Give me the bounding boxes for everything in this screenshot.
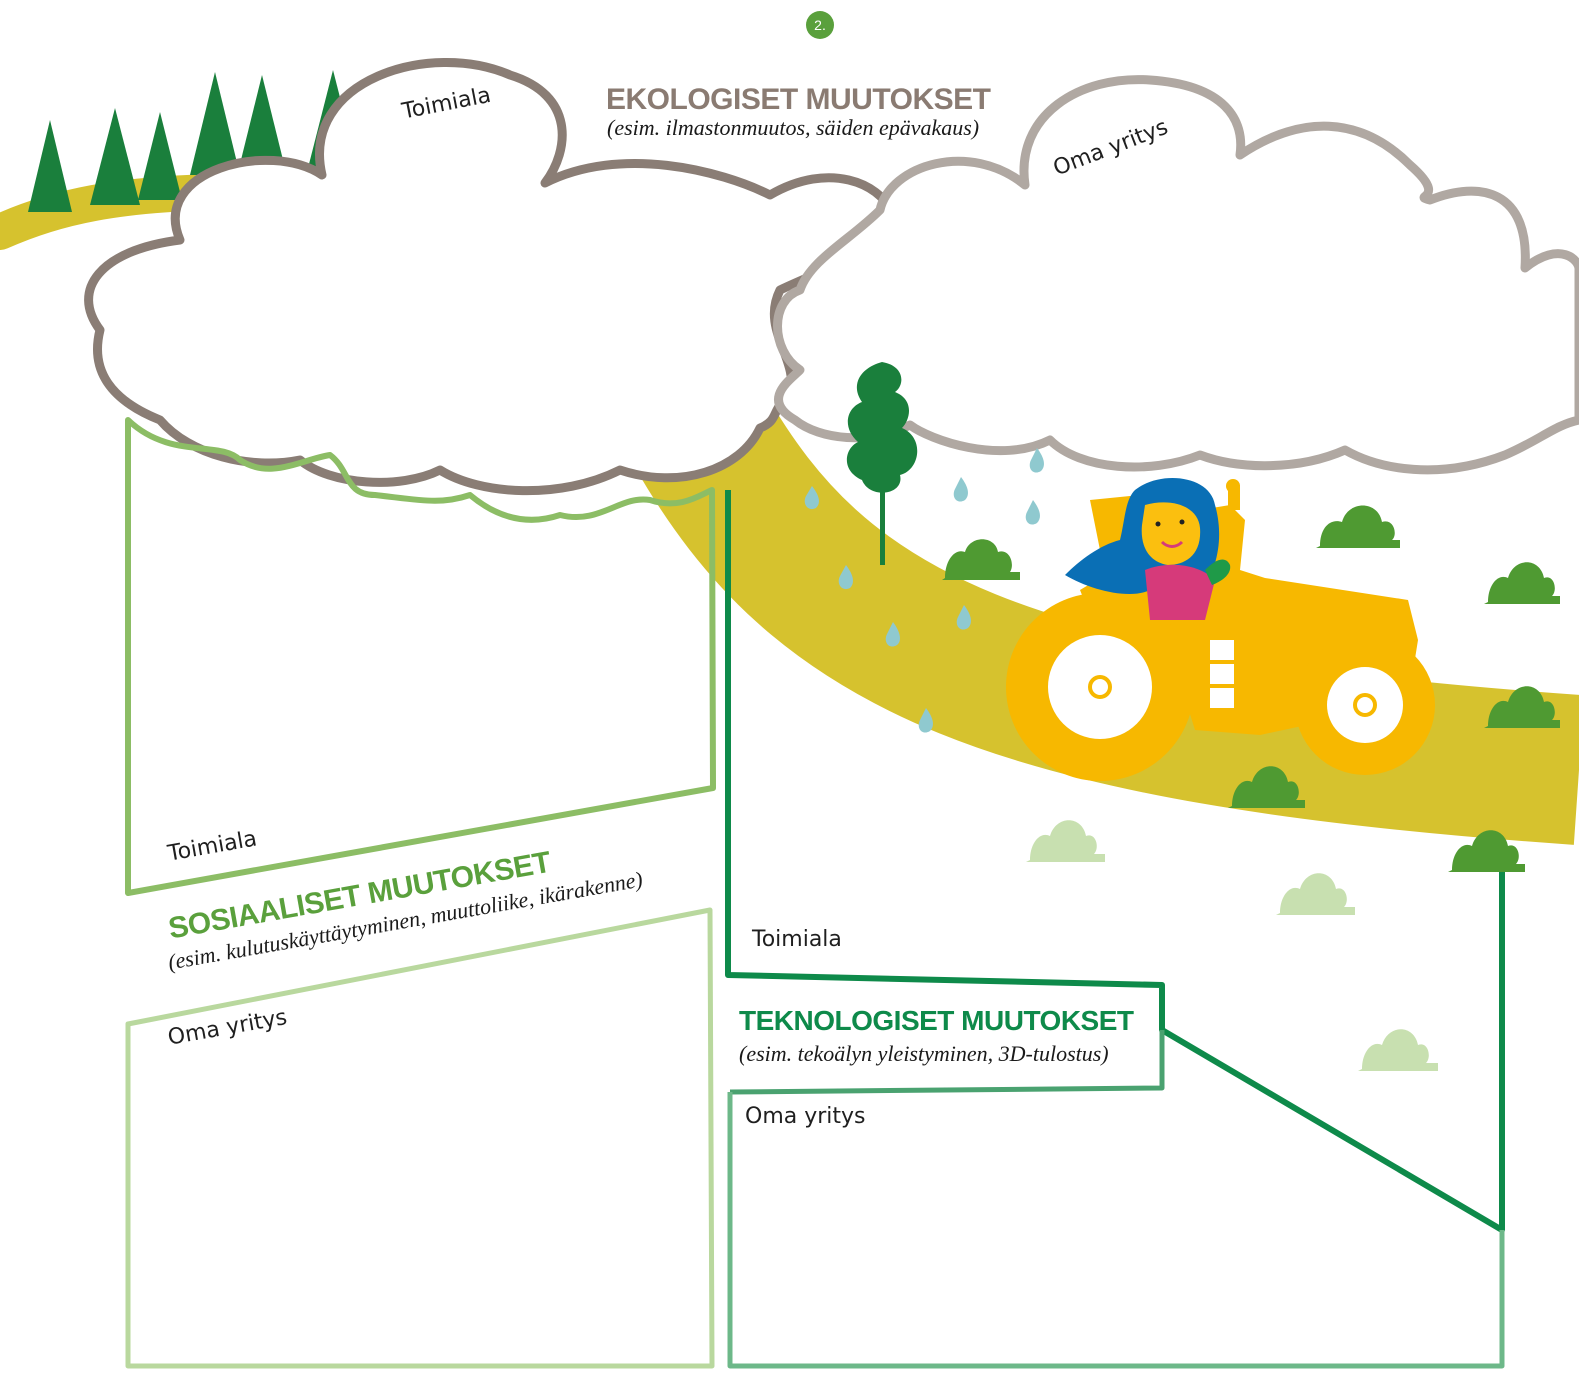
tree-icon bbox=[846, 362, 918, 565]
bush-icon bbox=[942, 505, 1560, 872]
tech-company-label: Oma yritys bbox=[745, 1104, 866, 1129]
tech-industry-box bbox=[725, 490, 1505, 1233]
page-number-badge: 2. bbox=[806, 11, 834, 39]
tech-title-box bbox=[729, 1030, 1165, 1095]
industry-cloud bbox=[84, 58, 903, 496]
company-cloud bbox=[773, 75, 1579, 475]
driver-icon bbox=[1065, 478, 1231, 620]
page-number: 2. bbox=[814, 17, 826, 33]
tech-title: TEKNOLOGISET MUUTOKSET bbox=[739, 1005, 1134, 1036]
social-industry-box bbox=[125, 417, 716, 896]
tech-company-box bbox=[727, 1092, 1505, 1369]
tech-subtitle: (esim. tekoälyn yleistyminen, 3D-tulostu… bbox=[739, 1041, 1109, 1066]
raindrop-icon bbox=[804, 448, 1044, 733]
forest-icon bbox=[28, 70, 358, 212]
ecological-subtitle: (esim. ilmastonmuutos, säiden epävakaus) bbox=[607, 115, 980, 140]
light-bush-icon bbox=[1026, 820, 1438, 1071]
tech-industry-label: Toimiala bbox=[752, 927, 842, 952]
ecological-title: EKOLOGISET MUUTOKSET bbox=[606, 83, 991, 116]
social-company-box bbox=[125, 907, 715, 1369]
